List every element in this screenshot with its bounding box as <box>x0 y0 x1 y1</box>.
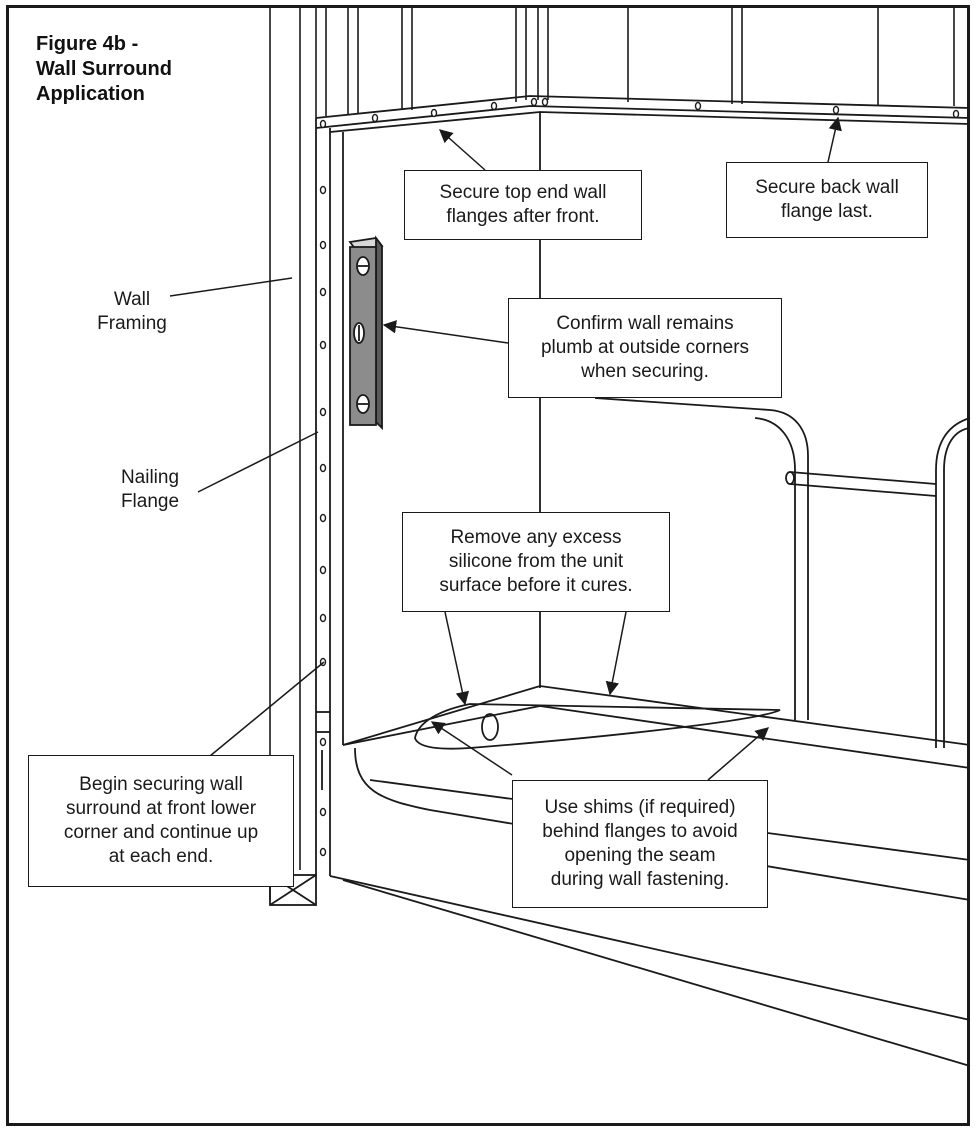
callout-back-wall-flange: Secure back wall flange last. <box>726 162 928 238</box>
figure-title-line-3: Application <box>36 83 145 105</box>
figure-title-line-1: Figure 4b - <box>36 33 139 55</box>
callout-remove-silicone: Remove any excess silicone from the unit… <box>402 512 670 612</box>
label-leaders <box>169 277 325 757</box>
callout-text: Secure top end wall <box>439 182 607 203</box>
level-tool <box>348 235 384 431</box>
flange-nail-holes <box>319 97 960 857</box>
callout-text: Begin securing wall <box>79 774 243 795</box>
nailing-flange-label: Nailing Flange <box>110 466 190 514</box>
callout-text: Secure back wall <box>755 177 899 198</box>
callout-text: behind flanges to avoid <box>542 821 738 842</box>
wall-framing-line-1: Wall <box>113 289 151 310</box>
callout-text: at each end. <box>108 846 214 867</box>
wall-framing-label: Wall Framing <box>96 288 168 336</box>
figure-title: Figure 4b - Wall Surround Application <box>36 32 172 107</box>
callout-top-end-flanges: Secure top end wall flanges after front. <box>404 170 642 240</box>
callout-text: flanges after front. <box>446 206 600 227</box>
callout-text: when securing. <box>581 361 709 382</box>
callout-text: Confirm wall remains <box>556 313 734 334</box>
callout-arrows <box>382 116 842 781</box>
nailing-flange-line-2: Flange <box>120 491 180 512</box>
callout-begin-securing: Begin securing wall surround at front lo… <box>28 755 294 887</box>
callout-text: surround at front lower <box>65 798 257 819</box>
callout-use-shims: Use shims (if required) behind flanges t… <box>512 780 768 908</box>
callout-text: silicone from the unit <box>448 551 624 572</box>
callout-text: opening the seam <box>564 845 716 866</box>
callout-text: corner and continue up <box>63 822 259 843</box>
wall-framing-studs <box>269 8 955 900</box>
callout-text: flange last. <box>781 201 873 222</box>
figure-border <box>6 5 970 1126</box>
callout-text: during wall fastening. <box>550 869 730 890</box>
callout-text: Use shims (if required) <box>544 797 736 818</box>
callout-confirm-plumb: Confirm wall remains plumb at outside co… <box>508 298 782 398</box>
callout-text: plumb at outside corners <box>540 337 750 358</box>
callout-text: Remove any excess <box>450 527 622 548</box>
nailing-flange-line-1: Nailing <box>120 467 180 488</box>
callout-text: surface before it cures. <box>439 575 633 596</box>
wall-framing-line-2: Framing <box>97 313 167 334</box>
wall-surround-unit <box>269 95 971 1067</box>
figure-title-line-2: Wall Surround <box>36 58 172 80</box>
